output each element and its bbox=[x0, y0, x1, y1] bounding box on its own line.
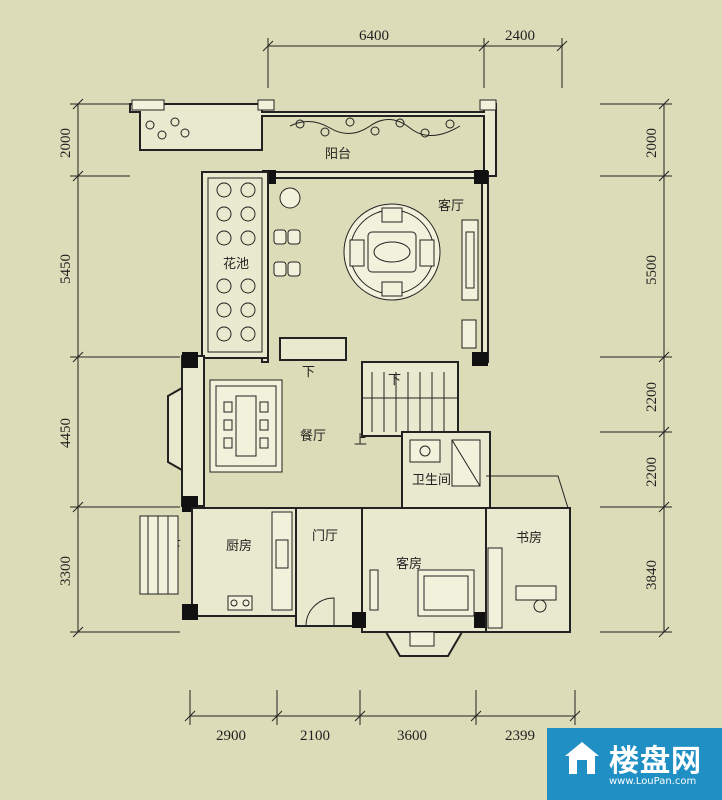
dim-bottom-1: 2900 bbox=[216, 728, 246, 744]
dim-right-2: 5500 bbox=[644, 255, 660, 285]
room-label-kitchen: 厨房 bbox=[226, 538, 252, 554]
dim-left-1: 2000 bbox=[58, 128, 74, 158]
flower-bed-plants bbox=[216, 182, 256, 342]
flower-bed: 花池 bbox=[201, 171, 269, 359]
dim-bottom-2: 2100 bbox=[300, 728, 330, 744]
dim-left-4: 3300 bbox=[58, 556, 74, 586]
study-chair-icon bbox=[533, 599, 547, 613]
watermark-url: www.LouPan.com bbox=[609, 776, 697, 787]
front-door-swing bbox=[305, 597, 335, 627]
dimension-lines-left: 2000 5450 4450 3300 bbox=[58, 98, 180, 638]
dim-top-1: 6400 bbox=[359, 28, 389, 44]
dimension-lines-top: 6400 2400 bbox=[262, 28, 568, 88]
dining-table-rug bbox=[209, 379, 283, 473]
room-label-guest: 客房 bbox=[396, 556, 422, 572]
room-label-flower-bed: 花池 bbox=[223, 256, 249, 272]
dimension-lines-right: 2000 5500 2200 2200 3840 bbox=[600, 98, 672, 638]
room-label-foyer: 门厅 bbox=[312, 529, 338, 544]
room-label-bathroom: 卫生间 bbox=[412, 473, 451, 488]
bathroom-toilet-icon bbox=[419, 445, 431, 457]
kitchen: 厨房 bbox=[139, 507, 297, 620]
room-label-dining: 餐厅 bbox=[300, 428, 326, 444]
stair-mark-down-2: 下 bbox=[388, 373, 401, 388]
dim-left-3: 4450 bbox=[58, 418, 74, 448]
study: 书房 bbox=[485, 475, 571, 633]
guest-room: 客房 bbox=[352, 507, 488, 657]
watermark-name: 楼盘网 bbox=[609, 744, 702, 779]
guest-bed bbox=[417, 569, 475, 617]
stairs: 下 下 上 下 bbox=[168, 337, 459, 554]
dim-right-1: 2000 bbox=[644, 128, 660, 158]
foyer: 门厅 bbox=[295, 507, 363, 627]
room-label-balcony: 阳台 bbox=[325, 147, 351, 162]
dim-bottom-3: 3600 bbox=[397, 728, 427, 744]
balcony: 阳台 bbox=[129, 99, 497, 177]
bathroom: 卫生间 bbox=[401, 352, 491, 511]
living-plant-icon bbox=[279, 187, 301, 209]
dimension-lines-bottom: 2900 2100 3600 2399 bbox=[184, 690, 581, 744]
stair-mark-up: 上 bbox=[354, 433, 367, 448]
living-room: 客厅 bbox=[261, 170, 489, 366]
dim-right-3: 2200 bbox=[644, 382, 660, 412]
room-label-study: 书房 bbox=[516, 530, 542, 546]
dim-right-5: 3840 bbox=[644, 560, 660, 590]
living-round-rug bbox=[343, 203, 441, 301]
tv-cabinet bbox=[461, 219, 479, 349]
dim-bottom-4: 2399 bbox=[505, 728, 535, 744]
stair-mark-down-1: 下 bbox=[302, 365, 315, 380]
living-armchairs bbox=[273, 229, 301, 277]
dim-left-2: 5450 bbox=[58, 254, 74, 284]
room-label-living: 客厅 bbox=[438, 198, 464, 214]
house-icon bbox=[565, 742, 599, 774]
dining-room: 餐厅 bbox=[167, 352, 326, 512]
dim-top-2: 2400 bbox=[505, 28, 535, 44]
balcony-plants bbox=[145, 117, 461, 140]
kitchen-entry-steps bbox=[139, 515, 179, 595]
dim-right-4: 2200 bbox=[644, 457, 660, 487]
watermark-logo: 楼盘网 www.LouPan.com bbox=[547, 728, 722, 800]
